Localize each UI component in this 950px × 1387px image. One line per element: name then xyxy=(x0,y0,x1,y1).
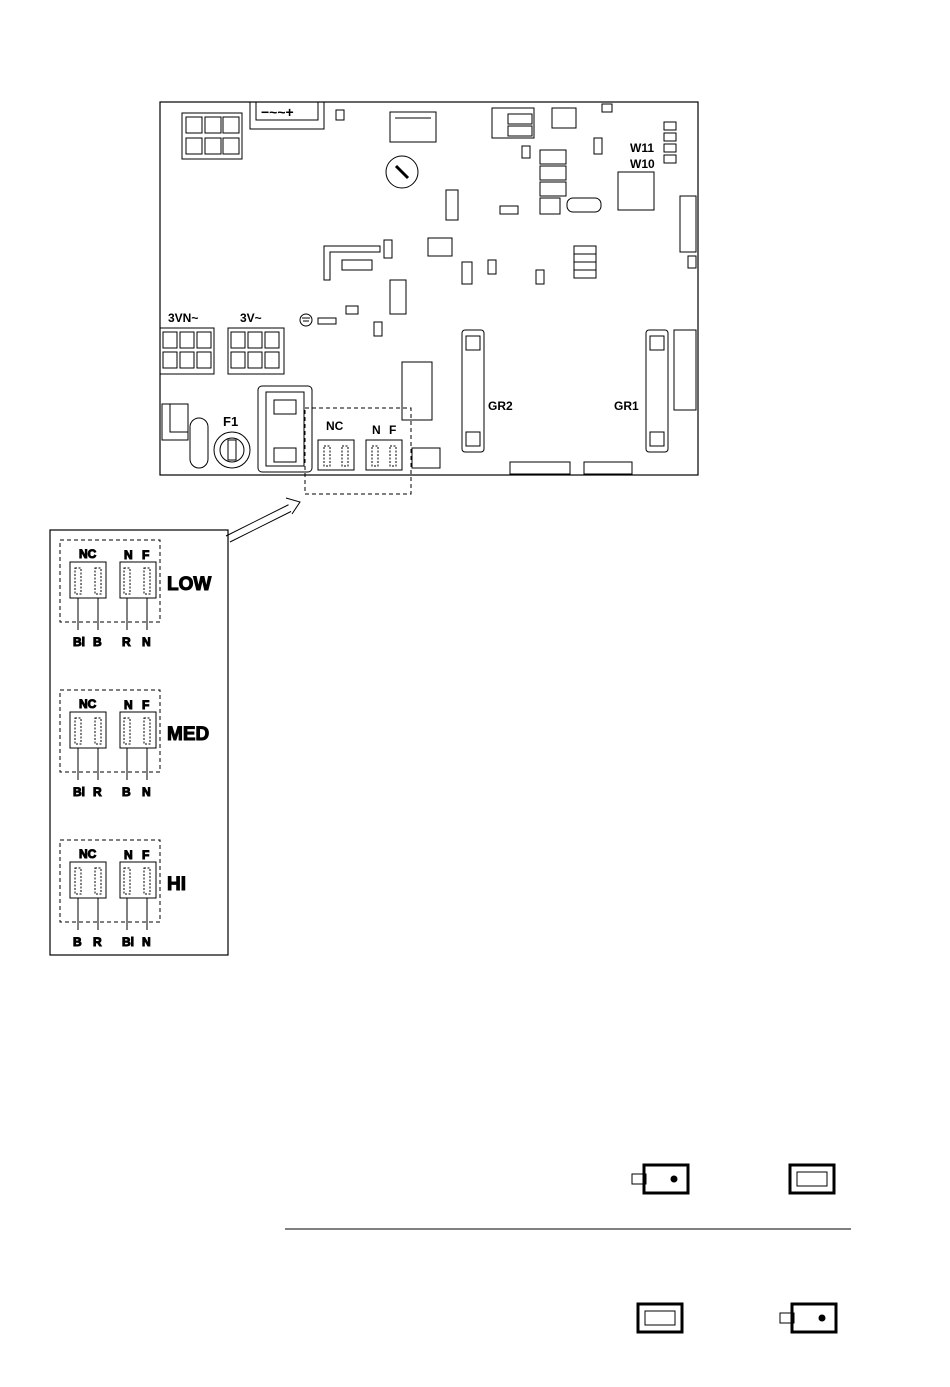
connector-3v xyxy=(228,328,284,374)
power-symbol-label: −~~+ xyxy=(261,104,294,120)
label-w11: W11 xyxy=(630,141,654,155)
label-board-f: F xyxy=(389,423,396,437)
highlight-box xyxy=(305,408,411,494)
wire-label-3: B xyxy=(122,785,131,799)
jumper-open-row2 xyxy=(638,1304,682,1332)
connector-3vn xyxy=(160,328,214,374)
jumper-open-row1 xyxy=(790,1165,834,1193)
relay-large xyxy=(258,386,312,472)
speed-label: MED xyxy=(167,724,209,745)
label-f1: F1 xyxy=(223,414,238,429)
wire-label-4: N xyxy=(142,635,151,649)
panel-f-label: F xyxy=(142,848,149,862)
panel-nc-label: NC xyxy=(79,697,97,711)
trimmer xyxy=(386,156,418,188)
label-board-nc: NC xyxy=(326,419,344,433)
label-3v: 3V~ xyxy=(240,311,262,325)
wire-label-2: B xyxy=(93,635,102,649)
wire-label-4: N xyxy=(142,935,151,949)
panel-f-label: F xyxy=(142,548,149,562)
panel-nc-label: NC xyxy=(79,547,97,561)
wire-label-1: Bl xyxy=(73,635,85,649)
wire-label-4: N xyxy=(142,785,151,799)
wire-label-2: R xyxy=(93,785,102,799)
wire-label-1: B xyxy=(73,935,82,949)
connector-6pin-top-left xyxy=(182,113,242,159)
panel-n-label: N xyxy=(124,848,133,862)
panel-n-label: N xyxy=(124,698,133,712)
jumper-closed-row2 xyxy=(780,1304,836,1332)
jumper-closed-row1 xyxy=(632,1165,688,1193)
fuse-f1 xyxy=(214,432,250,468)
relay-gr2 xyxy=(462,330,484,452)
speed-label: HI xyxy=(167,874,186,895)
panel-f-label: F xyxy=(142,698,149,712)
label-w10: W10 xyxy=(630,157,655,171)
relay-gr1 xyxy=(646,330,668,452)
connector-upper-middle xyxy=(390,112,436,142)
panel-nc-label: NC xyxy=(79,847,97,861)
label-board-n: N xyxy=(372,423,381,437)
speed-label: LOW xyxy=(167,574,211,595)
wire-label-3: R xyxy=(122,635,131,649)
wire-label-3: Bl xyxy=(122,935,134,949)
detail-arrow xyxy=(226,498,300,542)
label-3vn: 3VN~ xyxy=(168,311,198,325)
label-gr2: GR2 xyxy=(488,399,513,413)
label-gr1: GR1 xyxy=(614,399,639,413)
panel-n-label: N xyxy=(124,548,133,562)
wire-label-2: R xyxy=(93,935,102,949)
pcb-outline xyxy=(160,102,698,475)
wire-label-1: Bl xyxy=(73,785,85,799)
ground-symbol xyxy=(300,314,312,326)
board-terminals xyxy=(318,440,402,470)
